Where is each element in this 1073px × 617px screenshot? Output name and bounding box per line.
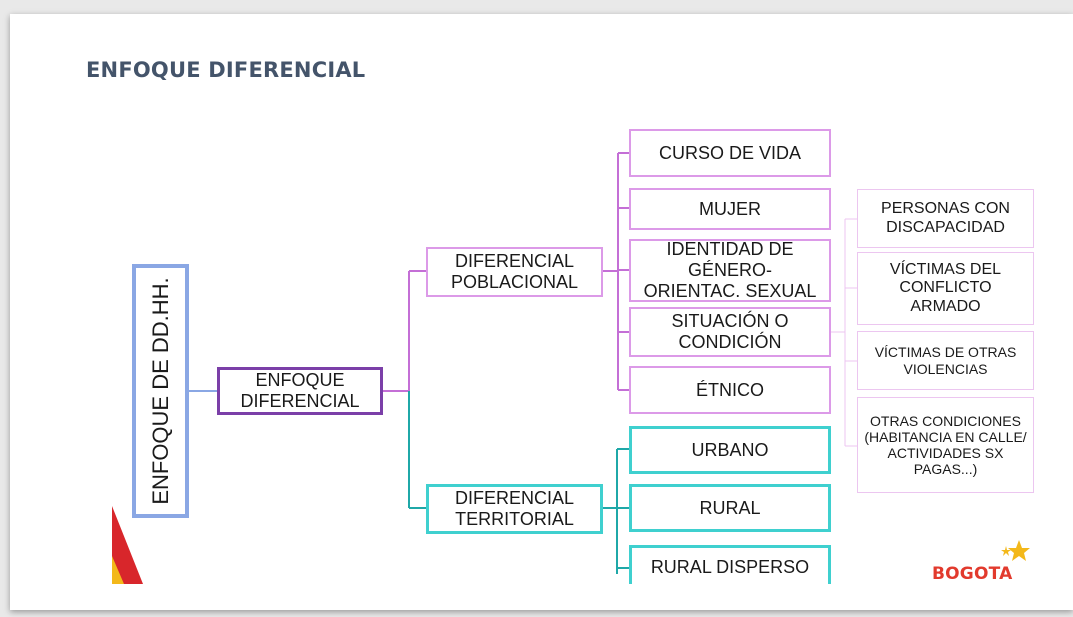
item-label: VÍCTIMAS DE OTRAS VIOLENCIAS <box>874 344 1017 377</box>
item-personas-discapacidad: PERSONAS CON DISCAPACIDAD <box>857 189 1034 248</box>
item-label: RURAL <box>699 497 761 518</box>
item-label: URBANO <box>691 439 769 460</box>
item-etnico: ÉTNICO <box>629 366 831 414</box>
item-label: MUJER <box>699 198 761 219</box>
item-victimas-conflicto: VÍCTIMAS DEL CONFLICTO ARMADO <box>857 252 1034 325</box>
star-icon <box>1008 540 1030 561</box>
item-label: SITUACIÓN O CONDICIÓN <box>671 311 789 352</box>
item-curso-de-vida: CURSO DE VIDA <box>629 129 831 177</box>
decorative-yellow-shape <box>112 556 124 584</box>
item-urbano: URBANO <box>629 426 831 474</box>
item-label: ÉTNICO <box>695 379 764 400</box>
item-label: IDENTIDAD DE GÉNERO-ORIENTAC. SEXUAL <box>643 239 817 301</box>
branch-poblacional-label: DIFERENCIAL POBLACIONAL <box>450 251 579 292</box>
item-label: PERSONAS CON DISCAPACIDAD <box>881 200 1010 236</box>
item-label: VÍCTIMAS DEL CONFLICTO ARMADO <box>889 260 1002 315</box>
branch-diferencial-territorial: DIFERENCIAL TERRITORIAL <box>426 484 603 534</box>
branch-territorial-label: DIFERENCIAL TERRITORIAL <box>454 488 575 529</box>
item-identidad-genero: IDENTIDAD DE GÉNERO-ORIENTAC. SEXUAL <box>629 239 831 302</box>
item-label: CURSO DE VIDA <box>658 142 802 163</box>
item-rural: RURAL <box>629 484 831 532</box>
decorative-red-shape <box>112 506 143 584</box>
main-label: ENFOQUE DIFERENCIAL <box>240 370 360 411</box>
bogota-logo: BOGOTA <box>932 564 1013 584</box>
item-otras-condiciones: OTRAS CONDICIONES (HABITANCIA EN CALLE/ … <box>857 397 1034 493</box>
root-box-enfoque-ddhh: ENFOQUE DE DD.HH. <box>132 264 189 518</box>
item-rural-disperso: RURAL DISPERSO <box>629 545 831 584</box>
branch-diferencial-poblacional: DIFERENCIAL POBLACIONAL <box>426 247 603 297</box>
item-mujer: MUJER <box>629 188 831 230</box>
root-label: ENFOQUE DE DD.HH. <box>147 277 173 505</box>
main-box-enfoque-diferencial: ENFOQUE DIFERENCIAL <box>217 367 383 415</box>
item-label: OTRAS CONDICIONES (HABITANCIA EN CALLE/ … <box>864 412 1027 478</box>
slide-title: ENFOQUE DIFERENCIAL <box>86 58 366 82</box>
item-label: RURAL DISPERSO <box>650 557 810 577</box>
item-victimas-otras-violencias: VÍCTIMAS DE OTRAS VIOLENCIAS <box>857 331 1034 390</box>
small-star-icon <box>1001 546 1011 556</box>
item-situacion-condicion: SITUACIÓN O CONDICIÓN <box>629 307 831 357</box>
